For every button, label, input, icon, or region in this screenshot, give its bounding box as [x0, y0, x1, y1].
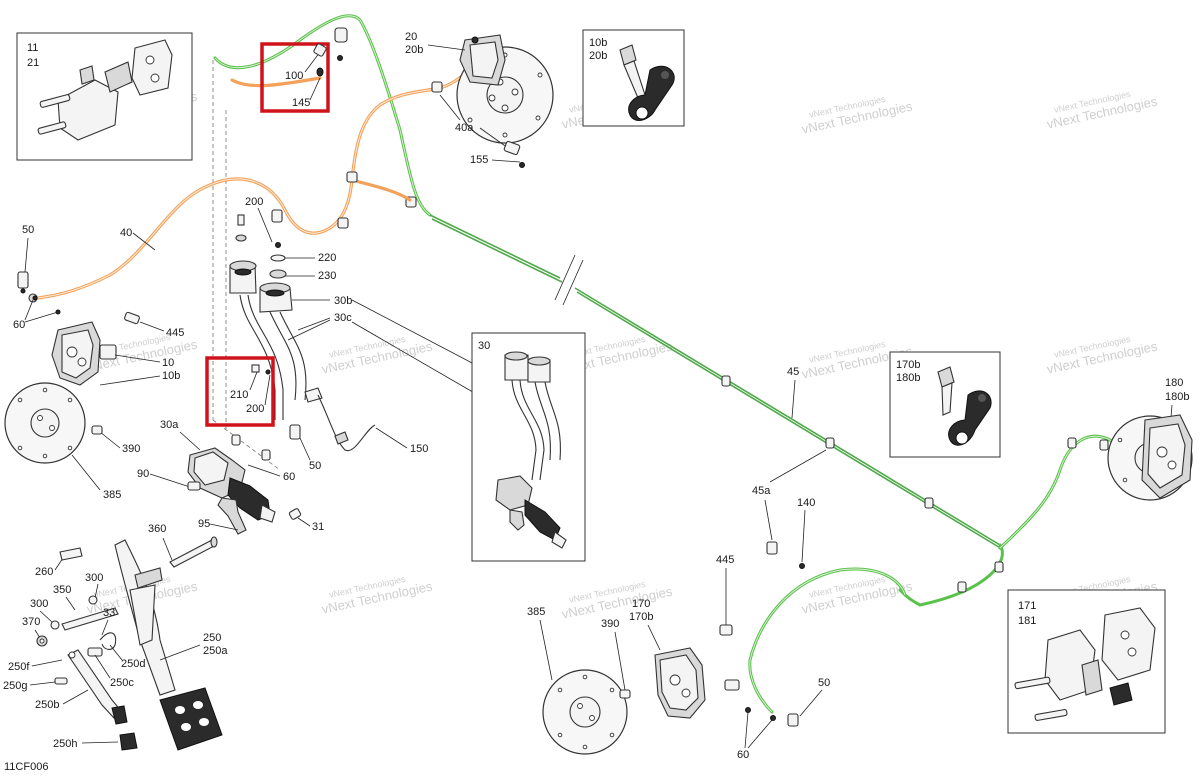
alignment-lines	[212, 60, 281, 471]
callout-90: 90	[137, 468, 149, 480]
callout-370: 370	[22, 616, 40, 628]
line-clip-area: 45 45a 140	[752, 366, 827, 569]
callout-20: 20	[405, 31, 417, 43]
callout-250b: 250b	[35, 699, 59, 711]
inset-pads-171-181: 171 181	[1007, 589, 1166, 734]
callout-230: 230	[318, 270, 336, 282]
callout-33: 33	[103, 607, 115, 619]
callout-31: 31	[312, 521, 324, 533]
callout-145: 145	[292, 97, 310, 109]
callout-40a: 40a	[455, 122, 474, 134]
callout-30a: 30a	[160, 419, 179, 431]
callout-95: 95	[198, 518, 210, 530]
callout-45: 45	[787, 366, 799, 378]
inset-bleeder-10b-20b: 10b 20b	[582, 29, 685, 127]
callout-180: 180	[1165, 377, 1183, 389]
callout-155: 155	[470, 154, 488, 166]
watermark: vNext Technologies vNext Technologies	[1045, 89, 1159, 132]
callout-390-right: 390	[601, 618, 619, 630]
brake-pedal-assembly: 360 260 300 350 300 33 370 250 250a	[3, 523, 228, 751]
callout-385-right: 385	[527, 606, 545, 618]
callout-210: 210	[230, 389, 248, 401]
callout-250h: 250h	[53, 738, 77, 750]
callout-250a: 250a	[203, 645, 228, 657]
callout-350: 350	[53, 584, 71, 596]
front-right-caliper-disc: 20 20b 40a 155	[405, 31, 554, 168]
callout-10: 10	[162, 357, 174, 369]
callout-170: 170	[632, 598, 650, 610]
callout-100: 100	[285, 70, 303, 82]
rear-left-caliper-disc: 445 385 390 170 170b 50 60	[527, 554, 830, 761]
inset-master-cylinder-30: 30	[471, 332, 586, 562]
inset-pads-11-21: 11 21	[16, 32, 193, 161]
callout-50-left: 50	[22, 224, 34, 236]
callout-30: 30	[478, 340, 490, 352]
callout-250: 250	[203, 632, 221, 644]
callout-140: 140	[797, 497, 815, 509]
callout-360: 360	[148, 523, 166, 535]
callout-260: 260	[35, 566, 53, 578]
callout-30c: 30c	[334, 312, 352, 324]
master-cylinder-assembly: 200 220 230 30b 30c 210 200	[137, 196, 496, 535]
watermarks: vNext Technologies vNext Technologies vN…	[85, 84, 1159, 622]
callout-250d: 250d	[121, 658, 145, 670]
callout-60-left: 60	[13, 319, 25, 331]
callout-180b-box: 180b	[896, 372, 920, 384]
callout-30b: 30b	[334, 295, 352, 307]
callout-170b: 170b	[629, 611, 653, 623]
callout-50-right: 50	[818, 677, 830, 689]
watermark: vNext Technologies vNext Technologies	[560, 579, 674, 622]
highlight-100-145: 100 145	[260, 27, 348, 113]
watermark: vNext Technologies vNext Technologies	[800, 94, 914, 137]
front-left-caliper: 40 50 60 445 10 10b 390	[4, 224, 184, 501]
callout-300b: 300	[30, 598, 48, 610]
rear-right-caliper-disc: 180 180b	[1107, 377, 1193, 501]
callout-50-mid: 50	[309, 460, 321, 472]
callout-20b-box: 20b	[589, 50, 607, 62]
callout-390-left: 390	[122, 443, 140, 455]
callout-45a: 45a	[752, 485, 771, 497]
callout-200-top: 200	[245, 196, 263, 208]
figure-code: 11CF006	[4, 761, 48, 773]
watermark: vNext Technologies vNext Technologies	[1045, 334, 1159, 377]
callout-150: 150	[410, 443, 428, 455]
callout-170b-box: 170b	[896, 359, 920, 371]
callout-20b: 20b	[405, 44, 423, 56]
callout-445-right: 445	[716, 554, 734, 566]
callout-21: 21	[27, 57, 39, 69]
callout-180b: 180b	[1165, 391, 1189, 403]
callout-250f: 250f	[8, 661, 30, 673]
callout-10b: 10b	[162, 370, 180, 382]
callout-200-box: 200	[246, 403, 264, 415]
callout-11: 11	[27, 42, 38, 54]
callout-300a: 300	[85, 572, 103, 584]
callout-171: 171	[1018, 600, 1036, 612]
watermark: vNext Technologies vNext Technologies	[320, 574, 434, 617]
callout-250c: 250c	[110, 677, 134, 689]
callout-60-mid: 60	[283, 471, 295, 483]
front-brake-hose-40	[28, 58, 480, 303]
callout-60-right: 60	[737, 749, 749, 761]
callout-181: 181	[1018, 615, 1036, 627]
inset-bleeder-170b-180b: 170b 180b	[889, 351, 1001, 458]
callout-40: 40	[120, 227, 132, 239]
callout-10b-box: 10b	[589, 37, 607, 49]
callout-250g: 250g	[3, 680, 27, 692]
callout-220: 220	[318, 252, 336, 264]
watermark: vNext Technologies vNext Technologies	[800, 574, 914, 617]
callout-385-left: 385	[103, 489, 121, 501]
callout-445-left: 445	[166, 327, 184, 339]
